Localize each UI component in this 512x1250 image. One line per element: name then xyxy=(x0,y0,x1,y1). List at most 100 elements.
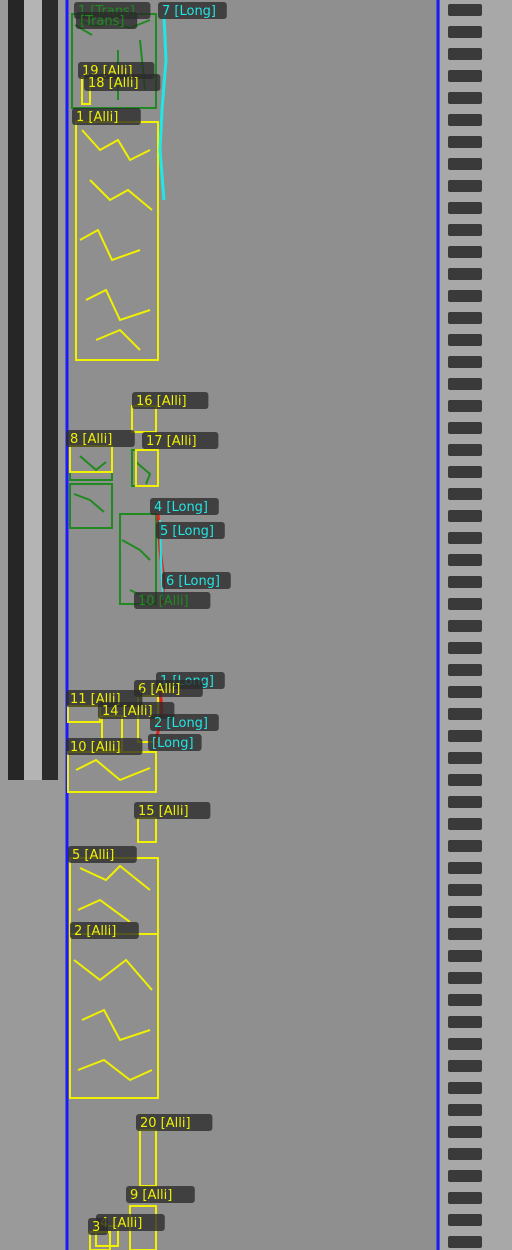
rumble-mark xyxy=(448,136,482,148)
rumble-mark xyxy=(448,554,482,566)
rumble-mark xyxy=(448,334,482,346)
label-background xyxy=(136,1114,213,1131)
label-text: 10 [Alli] xyxy=(70,740,121,755)
rumble-mark xyxy=(448,114,482,126)
label-text: 2 [Alli] xyxy=(74,924,116,939)
detection-label-d-15-alli: 15 [Alli] xyxy=(134,802,211,819)
rumble-mark xyxy=(448,422,482,434)
label-text: 14 [Alli] xyxy=(102,704,153,719)
detection-label-d-9-alli: 9 [Alli] xyxy=(126,1186,195,1203)
rumble-mark xyxy=(448,994,482,1006)
rumble-mark xyxy=(448,400,482,412)
rumble-mark xyxy=(448,488,482,500)
crack-trace-yellow-2 xyxy=(73,758,153,1082)
rumble-mark xyxy=(448,48,482,60)
label-background xyxy=(158,2,227,19)
rumble-mark xyxy=(448,1104,482,1116)
label-text: 20 [Alli] xyxy=(140,1116,191,1131)
rumble-mark xyxy=(448,290,482,302)
detection-label-d-10-alli: 10 [Alli] xyxy=(66,738,143,755)
rumble-mark xyxy=(448,906,482,918)
detection-label-d-18-alli: 18 [Alli] xyxy=(84,74,161,91)
detection-label-d-17-alli: 17 [Alli] xyxy=(142,432,219,449)
detection-label-d-4-long: 4 [Long] xyxy=(150,498,219,515)
rumble-mark xyxy=(448,576,482,588)
rumble-mark xyxy=(448,70,482,82)
rumble-mark xyxy=(448,598,482,610)
label-text: 5 [Long] xyxy=(160,524,214,539)
lane-surface xyxy=(68,0,438,1250)
rumble-mark xyxy=(448,532,482,544)
label-background xyxy=(66,430,135,447)
label-text: 8 [Alli] xyxy=(70,432,112,447)
rumble-mark xyxy=(448,356,482,368)
rumble-mark xyxy=(448,972,482,984)
dark-stripe-left xyxy=(8,0,24,780)
detection-label-d-1-alli: 1 [Alli] xyxy=(72,108,141,125)
label-text: 16 [Alli] xyxy=(136,394,187,409)
label-text: 7 [Long] xyxy=(162,4,216,19)
rumble-mark xyxy=(448,92,482,104)
rumble-mark xyxy=(448,224,482,236)
rumble-mark xyxy=(448,268,482,280)
rumble-mark xyxy=(448,444,482,456)
crack-trace-green-2 xyxy=(73,455,153,607)
label-text: 18 [Alli] xyxy=(88,76,139,91)
detection-label-d-6-alli: 6 [Alli] xyxy=(134,680,203,697)
label-background xyxy=(84,74,161,91)
label-background xyxy=(88,1218,108,1235)
rumble-mark xyxy=(448,620,482,632)
rumble-strip xyxy=(448,4,482,1248)
bbox-alli-green-b xyxy=(69,483,113,529)
label-background xyxy=(150,498,219,515)
label-background xyxy=(134,802,211,819)
label-background xyxy=(142,432,219,449)
rumble-mark xyxy=(448,840,482,852)
label-background xyxy=(76,12,138,29)
rumble-mark xyxy=(448,180,482,192)
detection-label-d-5-long: 5 [Long] xyxy=(156,522,225,539)
rumble-mark xyxy=(448,312,482,324)
detection-label-d-6-long: 6 [Long] xyxy=(162,572,231,589)
rumble-mark xyxy=(448,796,482,808)
label-background xyxy=(148,734,202,751)
rumble-mark xyxy=(448,818,482,830)
detection-label-d-7-long: 7 [Long] xyxy=(158,2,227,19)
rumble-mark xyxy=(448,1060,482,1072)
rumble-mark xyxy=(448,1126,482,1138)
detection-label-d-2-alli: 2 [Alli] xyxy=(70,922,139,939)
label-background xyxy=(126,1186,195,1203)
label-background xyxy=(66,738,143,755)
label-text: [Trans] xyxy=(80,14,125,29)
label-text: 6 [Alli] xyxy=(138,682,180,697)
label-text: 10 [Alli] xyxy=(138,594,189,609)
rumble-mark xyxy=(448,950,482,962)
rumble-mark xyxy=(448,708,482,720)
rumble-mark xyxy=(448,884,482,896)
rumble-mark xyxy=(448,774,482,786)
dark-stripe-right xyxy=(42,0,58,780)
label-text: 6 [Long] xyxy=(166,574,220,589)
light-stripe xyxy=(24,0,42,780)
label-text: 9 [Alli] xyxy=(130,1188,172,1203)
bbox-alli-17 xyxy=(135,449,159,487)
detection-label-d-trans-b: [Trans] xyxy=(76,12,138,29)
crack-trace-yellow-1 xyxy=(79,129,153,351)
label-background xyxy=(156,522,225,539)
rumble-mark xyxy=(448,246,482,258)
rumble-mark xyxy=(448,686,482,698)
label-text: 4 [Alli] xyxy=(100,1216,142,1231)
detection-label-d-3-alli: 3 xyxy=(88,1218,108,1235)
rumble-mark xyxy=(448,1214,482,1226)
label-text: 1 [Alli] xyxy=(76,110,118,125)
detection-label-d-8-alli: 8 [Alli] xyxy=(66,430,135,447)
rumble-mark xyxy=(448,664,482,676)
label-text: 2 [Long] xyxy=(154,716,208,731)
label-background xyxy=(68,846,137,863)
rumble-mark xyxy=(448,510,482,522)
detection-labels: 1 [Trans][Trans]7 [Long]19 [Alli]18 [All… xyxy=(66,2,231,1235)
rumble-mark xyxy=(448,158,482,170)
label-background xyxy=(134,680,203,697)
rumble-mark xyxy=(448,1038,482,1050)
